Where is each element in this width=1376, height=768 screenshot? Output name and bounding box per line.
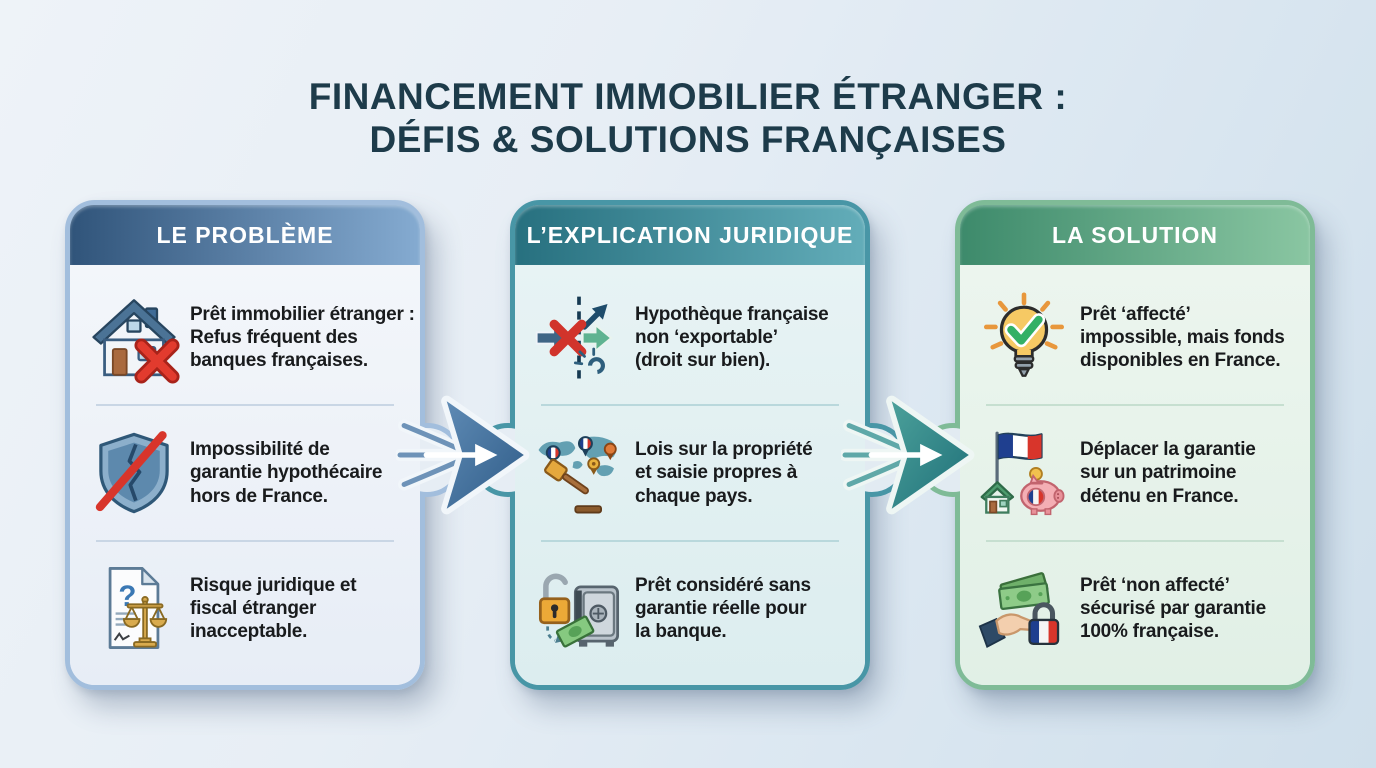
page-title: FINANCEMENT IMMOBILIER ÉTRANGER : DÉFIS … — [0, 75, 1376, 162]
item-divider — [541, 404, 839, 407]
card-le-probleme: LE PROBLÈME — [65, 200, 464, 690]
list-item: Prêt ‘non affecté’ sécurisé par garantie… — [978, 562, 1292, 654]
secured-loan-icon — [978, 562, 1070, 654]
item-text: Prêt immobilier étranger : Refus fréquen… — [190, 303, 415, 372]
card-header: LA SOLUTION — [960, 205, 1310, 265]
lightbulb-check-icon — [978, 292, 1070, 384]
card-body: Prêt ‘affecté’ impossible, mais fonds di… — [960, 265, 1310, 685]
broken-shield-icon — [88, 427, 180, 519]
list-item: ? — [88, 562, 402, 654]
french-patrimony-icon — [978, 427, 1070, 519]
item-text: Déplacer la garantie sur un patrimoine d… — [1080, 439, 1256, 507]
item-text: Hypothèque française non ‘exportable’ (d… — [635, 303, 829, 372]
list-item: Prêt immobilier étranger : Refus fréquen… — [88, 292, 415, 384]
flow-arrow-1 — [396, 388, 538, 522]
card-explication-juridique: L’EXPLICATION JURIDIQUE — [471, 200, 909, 690]
title-line-1: FINANCEMENT IMMOBILIER ÉTRANGER : — [308, 75, 1068, 117]
list-item: Prêt ‘affecté’ impossible, mais fonds di… — [978, 292, 1292, 384]
list-item: Lois sur la propriété et saisie propres … — [533, 427, 847, 519]
card-body: Hypothèque française non ‘exportable’ (d… — [515, 265, 865, 685]
item-text: Risque juridique et fiscal étranger inac… — [190, 574, 357, 642]
legal-risk-document-icon: ? — [88, 562, 180, 654]
item-text: Impossibilité de garantie hypothécaire h… — [190, 439, 383, 507]
item-text: Prêt considéré sans garantie réelle pour… — [635, 574, 811, 642]
list-item: Prêt considéré sans garantie réelle pour… — [533, 562, 847, 654]
item-divider — [986, 404, 1284, 407]
flow-arrow-2 — [841, 388, 983, 522]
card-header: LE PROBLÈME — [70, 205, 420, 265]
card-header: L’EXPLICATION JURIDIQUE — [515, 205, 865, 265]
world-laws-gavel-icon — [533, 427, 625, 519]
house-rejected-icon — [88, 292, 180, 384]
title-line-2: DÉFIS & SOLUTIONS FRANÇAISES — [369, 119, 1007, 161]
list-item: Impossibilité de garantie hypothécaire h… — [88, 427, 402, 519]
item-divider — [541, 539, 839, 542]
item-divider — [986, 539, 1284, 542]
item-divider — [96, 539, 394, 542]
card-body: Prêt immobilier étranger : Refus fréquen… — [70, 265, 420, 685]
item-text: Prêt ‘non affecté’ sécurisé par garantie… — [1080, 574, 1266, 642]
item-text: Lois sur la propriété et saisie propres … — [635, 439, 813, 507]
list-item: Hypothèque française non ‘exportable’ (d… — [533, 292, 847, 384]
item-divider — [96, 404, 394, 407]
list-item: Déplacer la garantie sur un patrimoine d… — [978, 427, 1292, 519]
non-exportable-icon — [533, 292, 625, 384]
card-la-solution: LA SOLUTION — [916, 200, 1315, 690]
item-text: Prêt ‘affecté’ impossible, mais fonds di… — [1080, 303, 1285, 372]
unsecured-safe-icon — [533, 562, 625, 654]
